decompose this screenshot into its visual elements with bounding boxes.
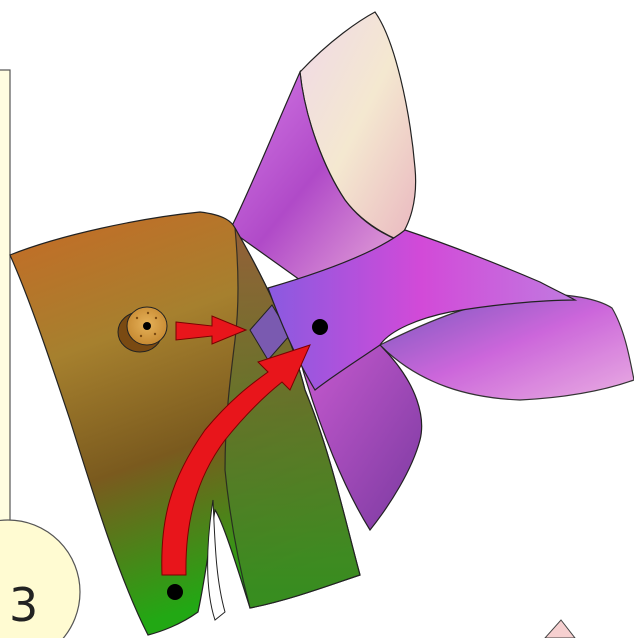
- step-badge: 3: [0, 520, 80, 638]
- step-number: 3: [9, 578, 38, 632]
- target-dot: [312, 319, 328, 335]
- source-dot: [167, 584, 183, 600]
- next-step-fragment: [545, 620, 575, 638]
- instruction-panel: [0, 70, 10, 530]
